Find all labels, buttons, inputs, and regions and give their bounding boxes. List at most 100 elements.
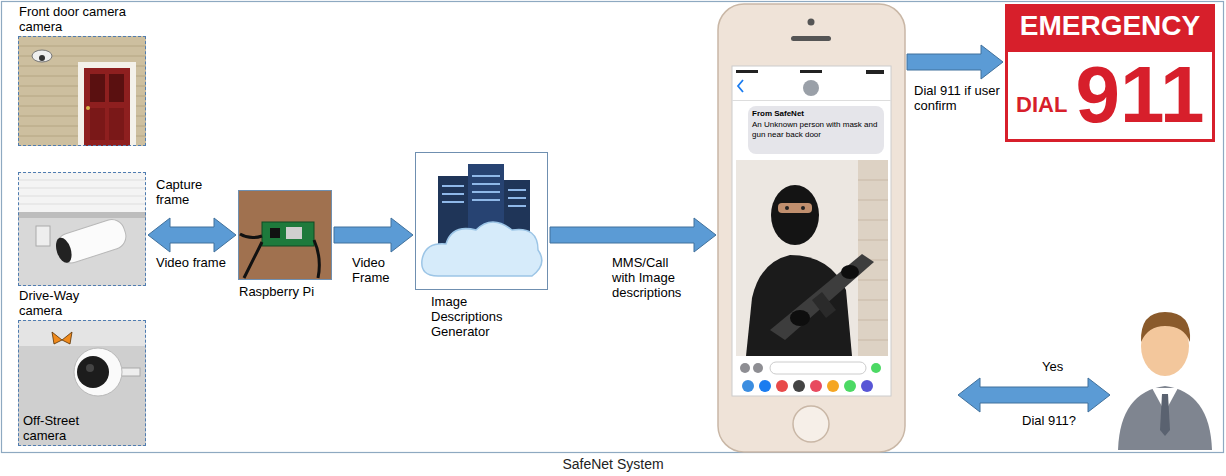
phone-illustration-part (759, 380, 771, 392)
front-door-photo (18, 36, 146, 146)
drive-way-photo-part (18, 212, 146, 218)
phone-illustration-part (827, 380, 839, 392)
raspberry-pi-photo-part (238, 190, 332, 280)
drive-way-photo-part (18, 172, 146, 286)
front-door-photo-part (84, 68, 130, 146)
emergency-sign: EMERGENCYDIAL911 (1005, 4, 1215, 142)
node-text: Front door camera camera (19, 5, 141, 35)
phone-illustration-part (732, 100, 891, 101)
phone-illustration-part (778, 203, 812, 213)
phone-illustration-part (791, 36, 831, 41)
camera-box: Drive-Way camera (18, 172, 146, 286)
edge-label: Capture frame (156, 178, 228, 208)
phone-illustration-part (732, 66, 891, 396)
phone-illustration-part (776, 380, 788, 392)
phone-illustration-part (790, 310, 810, 326)
user-figure-part (1118, 386, 1212, 450)
phone-illustration-part (810, 380, 822, 392)
phone-illustration-part (770, 254, 874, 340)
drive-way-photo-part (36, 226, 50, 246)
block-arrow (907, 45, 1003, 79)
raspberry-pi-photo-part (286, 227, 302, 239)
user-figure (1118, 312, 1212, 450)
node-text: Off-Street camera (23, 414, 103, 444)
emergency-sign-band (1005, 4, 1215, 52)
drive-way-photo-part (18, 172, 146, 212)
device-box: Raspberry Pi (238, 190, 332, 280)
front-door-photo-part (78, 62, 136, 146)
user-figure-part (1141, 312, 1190, 342)
phone-box: From SafeNetAn Unknown person with mask … (718, 4, 905, 452)
phone-illustration-part (800, 70, 822, 73)
phone-illustration-part (793, 380, 805, 392)
off-street-photo-part (52, 332, 72, 344)
node-text: DIAL (1016, 93, 1074, 117)
off-street-photo (18, 320, 146, 446)
phone-illustration-part (841, 265, 859, 279)
node-text: Image Descriptions Generator (431, 295, 535, 340)
phone-illustration-part (736, 70, 758, 73)
phone-illustration-part (738, 80, 743, 92)
annotation-label: Video frame (156, 256, 228, 271)
off-street-photo-part (18, 320, 146, 446)
annotation-label: Dial 911? (1022, 414, 1106, 429)
node-text: Drive-Way camera (19, 289, 94, 319)
phone-illustration-part (742, 380, 754, 392)
front-door-photo-part (109, 74, 124, 102)
off-street-photo-part (74, 348, 122, 396)
phone-illustration-part (753, 363, 763, 373)
phone-illustration-part (866, 70, 884, 74)
cloud-server-icon-part (442, 176, 526, 206)
drive-way-photo (18, 172, 146, 286)
cloud-server-icon-part (422, 222, 542, 276)
edge-label: Dial 911 if user confirm (914, 84, 1008, 114)
drive-way-photo-part (52, 216, 129, 266)
phone-illustration-part (770, 362, 866, 374)
phone-illustration-part (803, 80, 819, 96)
front-door-photo-part (109, 108, 124, 140)
edge-label: MMS/Call with Image descriptions (612, 256, 694, 301)
off-street-photo-part (18, 320, 146, 346)
annotation-label: Yes (1042, 360, 1082, 375)
node-text: Raspberry Pi (239, 285, 349, 300)
cloud-server-icon (422, 164, 542, 276)
raspberry-pi-photo-part (240, 234, 319, 278)
node-text: 911 (1070, 55, 1210, 135)
phone-illustration-part (844, 380, 856, 392)
user-figure-part (1160, 394, 1170, 436)
server-box: Image Descriptions Generator (415, 152, 548, 290)
front-door-photo-part (86, 106, 90, 110)
block-arrow (550, 218, 716, 252)
raspberry-pi-photo-part (270, 228, 280, 238)
front-door-photo-part (90, 74, 105, 102)
phone-illustration-part (785, 206, 789, 210)
front-door-photo-part (32, 50, 52, 62)
phone-illustration-part (801, 206, 805, 210)
camera-box: Front door camera camera (18, 36, 146, 146)
phone-illustration-part (740, 363, 750, 373)
edge-label: Video Frame (352, 256, 410, 286)
phone-illustration-part (793, 406, 829, 442)
front-door-photo-part (90, 108, 105, 140)
confirm-double-arrow-part (958, 378, 1110, 412)
system-frame (2, 2, 1224, 453)
raspberry-pi-photo-part (262, 222, 314, 246)
front-door-photo-part (18, 36, 146, 146)
camera-box: Off-Street camera (18, 320, 146, 446)
phone-illustration-part (861, 380, 873, 392)
diagram-caption: SafeNet System (0, 456, 1226, 472)
off-street-photo-part (86, 364, 94, 372)
phone-illustration-part (748, 106, 884, 154)
phone-illustration-part (771, 185, 819, 245)
node-text: An Unknown person with mask and gun near… (752, 120, 880, 140)
phone-illustration (718, 4, 905, 452)
block-arrow (334, 218, 413, 252)
emergency-sign-band-part (1005, 4, 1215, 52)
phone-illustration-part (718, 4, 905, 452)
phone-illustration-part (746, 255, 852, 356)
drive-way-photo-part-part (53, 216, 129, 266)
raspberry-pi-photo (238, 190, 332, 280)
block-arrow (148, 218, 236, 252)
